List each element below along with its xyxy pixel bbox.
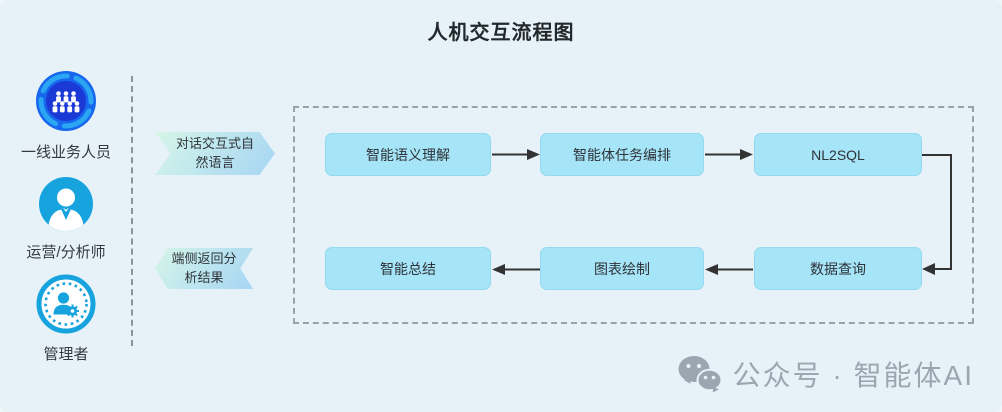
- node-chart-drawing: 图表绘制: [540, 247, 704, 290]
- node-label: 图表绘制: [594, 260, 650, 277]
- actor-label: 一线业务人员: [20, 144, 111, 161]
- arrow-right-icon: [492, 149, 540, 160]
- wechat-icon: [678, 356, 723, 393]
- banner-input-natural-language: 对话交互式自然语言: [155, 132, 275, 175]
- node-label: 智能体任务编排: [573, 146, 671, 163]
- actor-frontline-staff: 一线业务人员: [6, 70, 126, 162]
- node-data-query: 数据查询: [754, 247, 922, 290]
- arrow-left-icon: [492, 264, 540, 275]
- arrow-left-icon: [705, 264, 753, 275]
- banner-return-analysis-result: 端侧返回分析结果: [155, 248, 253, 289]
- arrow-right-icon: [705, 149, 753, 160]
- node-agent-task-orchestration: 智能体任务编排: [540, 133, 704, 176]
- vertical-dashed-separator: [131, 76, 133, 346]
- flow-container: [293, 106, 974, 324]
- banner-label: 对话交互式自然语言: [175, 135, 254, 170]
- elbow-connector-down-left-icon: [922, 154, 952, 275]
- team-icon: [36, 71, 96, 131]
- actor-label: 管理者: [43, 346, 89, 363]
- node-semantic-understanding: 智能语义理解: [325, 133, 491, 176]
- node-label: NL2SQL: [811, 146, 865, 163]
- manager-gear-icon: [36, 274, 96, 334]
- analyst-icon: [39, 177, 93, 231]
- node-label: 智能语义理解: [366, 146, 450, 163]
- actor-analyst: 运营/分析师: [6, 176, 126, 262]
- node-nl2sql: NL2SQL: [754, 133, 922, 176]
- node-label: 数据查询: [810, 260, 866, 277]
- watermark-text: 公众号 · 智能体AI: [732, 360, 974, 391]
- node-label: 智能总结: [380, 260, 436, 277]
- actor-label: 运营/分析师: [26, 244, 106, 261]
- actor-manager: 管理者: [6, 274, 126, 364]
- banner-label: 端侧返回分析结果: [171, 250, 237, 285]
- page-title: 人机交互流程图: [427, 22, 575, 44]
- watermark: 公众号 · 智能体AI: [677, 354, 974, 394]
- node-smart-summary: 智能总结: [325, 247, 491, 290]
